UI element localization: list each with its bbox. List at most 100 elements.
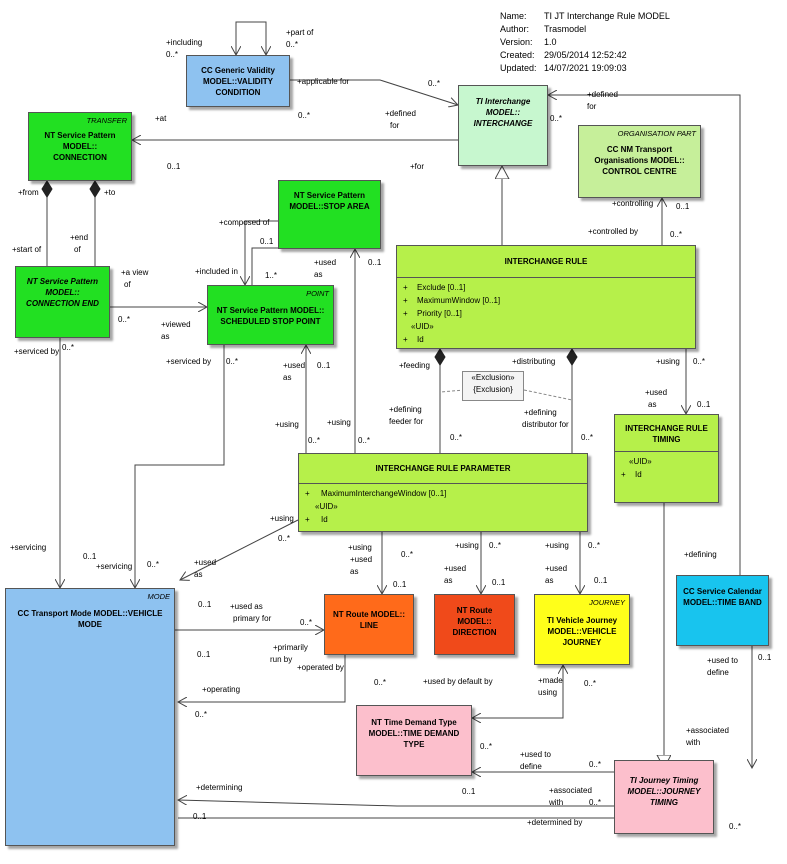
assoc-label: +at (155, 114, 167, 123)
assoc-label: define (707, 668, 729, 677)
assoc-label: +used (283, 361, 306, 370)
assoc-label: 0..* (480, 742, 493, 751)
assoc-label: 0..* (693, 357, 706, 366)
class-interchange-rule[interactable]: INTERCHANGE RULE +Exclude [0..1] +Maximu… (396, 245, 696, 349)
class-name-line: LINE (359, 621, 379, 630)
assoc-label: +a view (121, 268, 149, 277)
class-name-line: NT Service Pattern (44, 131, 116, 140)
assoc-label: +used (545, 564, 568, 573)
class-time-band[interactable]: CC Service Calendar MODEL::TIME BAND (676, 575, 769, 646)
assoc-label: 0..* (286, 40, 299, 49)
attribute-row: +Id (403, 335, 424, 344)
assoc-label: 0..* (300, 618, 313, 627)
class-name-line: NT Route (456, 606, 493, 615)
diagram-metadata: Name:TI JT Interchange Rule MODEL Author… (500, 10, 670, 75)
class-name-line: NT Service Pattern MODEL:: (216, 306, 325, 315)
assoc-label: 0..* (589, 798, 602, 807)
class-name-line: MODEL::VEHICLE (547, 627, 617, 636)
assoc-label: 0..* (147, 560, 160, 569)
assoc-label: 0..* (358, 436, 371, 445)
stereotype-label: JOURNEY (589, 598, 625, 607)
assoc-label: 0..* (278, 534, 291, 543)
assoc-label: +made (538, 676, 563, 685)
assoc-label: +defining (684, 550, 717, 559)
assoc-label: 0..* (298, 111, 311, 120)
class-name-line: INTERCHANGE RULE (504, 257, 588, 266)
class-vehicle-journey[interactable]: JOURNEY TI Vehicle Journey MODEL::VEHICL… (534, 594, 630, 665)
assoc-label: +for (410, 162, 425, 171)
class-connection[interactable]: TRANSFER NT Service Pattern MODEL:: CONN… (28, 112, 132, 181)
assoc-label: +used (645, 388, 668, 397)
stereotype-label: TRANSFER (86, 116, 127, 125)
class-name-line: MODEL::VALIDITY (202, 77, 274, 86)
attribute-row: +Id (305, 515, 328, 524)
assoc-label: 0..1 (167, 162, 181, 171)
class-name-line: MODE (78, 620, 102, 629)
assoc-label: +using (270, 514, 294, 523)
assoc-label: as (283, 373, 292, 382)
class-control-centre[interactable]: ORGANISATION PART CC NM Transport Organi… (578, 125, 701, 198)
assoc-label: +start of (12, 245, 42, 254)
class-journey-timing[interactable]: TI Journey Timing MODEL::JOURNEY TIMING (614, 760, 714, 834)
assoc-label: +defined (385, 109, 416, 118)
assoc-label: with (686, 738, 701, 747)
attribute-row: +MaximumInterchangeWindow [0..1] (305, 489, 447, 498)
assoc-label: 1..* (265, 271, 278, 280)
class-name-line: NT Route MODEL:: (333, 610, 405, 619)
assoc-label: 0..* (584, 679, 597, 688)
class-line[interactable]: NT Route MODEL:: LINE (324, 594, 414, 655)
class-direction[interactable]: NT Route MODEL:: DIRECTION (434, 594, 515, 655)
metadata-name: Name:TI JT Interchange Rule MODEL (500, 11, 670, 21)
assoc-label: +part of (286, 28, 314, 37)
class-name-line: CC Service Calendar (683, 587, 762, 596)
class-name-line: TI Vehicle Journey (546, 616, 618, 625)
class-interchange-rule-timing[interactable]: INTERCHANGE RULE TIMING «UID» +Id (614, 414, 719, 503)
assoc-label: 0..* (581, 433, 594, 442)
assoc-label: +using (656, 357, 680, 366)
stereotype-uid: «UID» (629, 457, 652, 466)
class-name-line: MODEL::TIME DEMAND (368, 729, 460, 738)
stereotype-label: ORGANISATION PART (617, 129, 696, 138)
class-name-line: SCHEDULED STOP POINT (220, 317, 321, 326)
assoc-label: 0..1 (492, 578, 506, 587)
assoc-label: +operating (202, 685, 241, 694)
assoc-label: as (545, 576, 554, 585)
class-name-line: MODEL::TIME BAND (683, 598, 762, 607)
class-scheduled-stop-point[interactable]: POINT NT Service Pattern MODEL:: SCHEDUL… (207, 285, 334, 345)
class-vehicle-mode[interactable]: MODE CC Transport Mode MODEL::VEHICLE MO… (5, 588, 175, 846)
class-name-line: MODEL:: (45, 288, 80, 297)
assoc-label: +defining (524, 408, 557, 417)
class-name-line: NT Time Demand Type (371, 718, 457, 727)
assoc-label: using (538, 688, 558, 697)
metadata-updated: Updated:14/07/2021 19:09:03 (500, 63, 627, 73)
class-interchange-rule-parameter[interactable]: INTERCHANGE RULE PARAMETER +MaximumInter… (298, 453, 588, 532)
stereotype-uid: «UID» (411, 322, 434, 331)
assoc-label: +used to (707, 656, 738, 665)
assoc-label: as (161, 332, 170, 341)
class-name-line: MODEL:: (62, 142, 98, 151)
assoc-label: run by (270, 655, 293, 664)
note-link-feeding (439, 389, 466, 393)
assoc-label: 0..1 (462, 787, 476, 796)
assoc-label: as (648, 400, 657, 409)
class-name-line: JOURNEY (562, 638, 602, 647)
attribute-row: +MaximumWindow [0..1] (403, 296, 501, 305)
class-name-line: INTERCHANGE RULE PARAMETER (375, 464, 511, 473)
class-time-demand-type[interactable]: NT Time Demand Type MODEL::TIME DEMAND T… (356, 705, 472, 776)
class-name-line: CC NM Transport (606, 145, 673, 154)
class-name-line: NT Service Pattern (26, 277, 99, 286)
class-validity-condition[interactable]: CC Generic Validity MODEL::VALIDITY COND… (186, 55, 290, 107)
class-stop-area[interactable]: NT Service Pattern MODEL::STOP AREA (278, 180, 381, 249)
assoc-label: +servicing (10, 543, 47, 552)
class-connection-end[interactable]: NT Service Pattern MODEL:: CONNECTION EN… (15, 266, 110, 338)
class-interchange[interactable]: TI Interchange MODEL:: INTERCHANGE (458, 85, 548, 166)
assoc-validity-self (235, 21, 266, 55)
exclusion-note: «Exclusion» {Exclusion} (462, 371, 524, 401)
class-name-line: INTERCHANGE RULE (625, 424, 708, 433)
assoc-validity-interchange (290, 79, 458, 105)
assoc-label: +using (545, 541, 569, 550)
assoc-label: 0..* (308, 436, 321, 445)
class-name-line: MODEL:: (485, 108, 521, 117)
assoc-label: +used (314, 258, 337, 267)
